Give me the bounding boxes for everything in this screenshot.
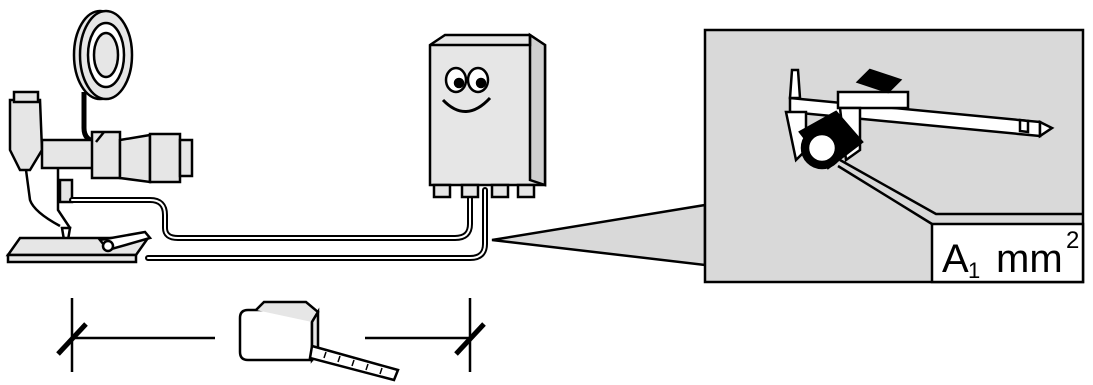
power-source-icon <box>428 32 547 199</box>
callout-pointer <box>491 203 707 267</box>
smiley-face-icon <box>441 66 492 113</box>
area-symbol: A <box>942 237 969 281</box>
cross-section-area-label: A 1 mm 2 <box>942 227 1079 283</box>
callout-panel <box>703 28 1085 284</box>
cable-cross-section-icon <box>798 110 864 170</box>
area-subscript: 1 <box>968 258 980 283</box>
length-dimension <box>56 298 486 372</box>
wire-spool-icon <box>72 9 134 145</box>
workpiece-clamp-icon <box>5 230 153 264</box>
area-unit: mm <box>996 237 1063 281</box>
tape-measure-icon <box>238 300 400 382</box>
area-superscript: 2 <box>1066 227 1079 254</box>
